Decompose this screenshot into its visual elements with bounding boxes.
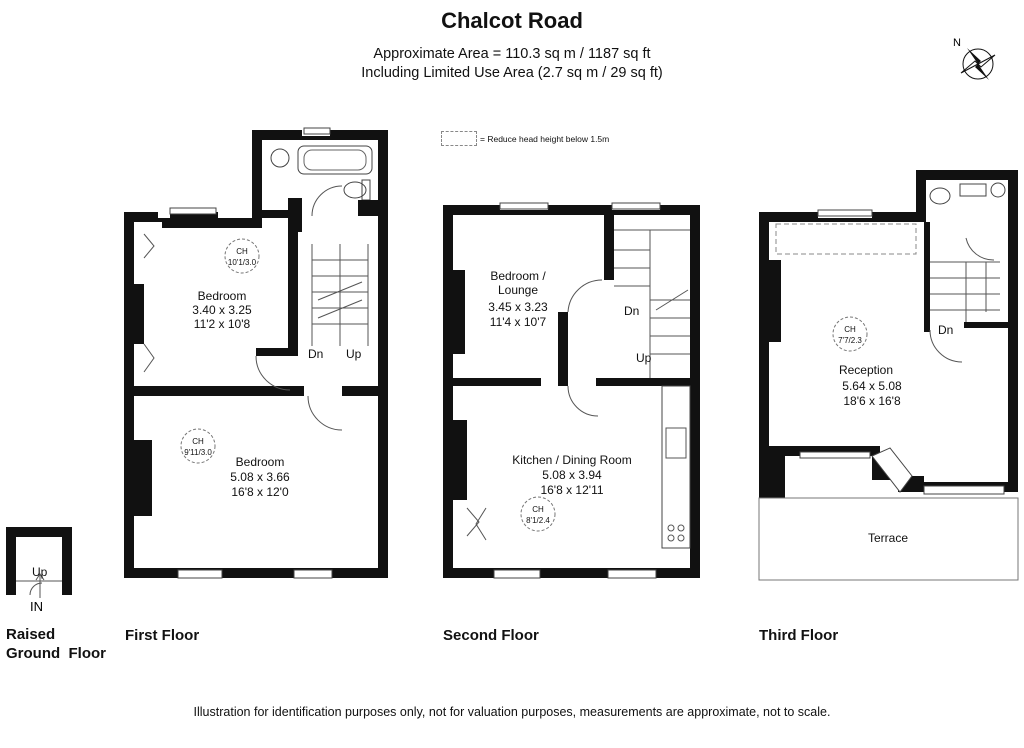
area-line-1: Approximate Area = 110.3 sq m / 1187 sq … [373,46,651,62]
raised-ground-up: Up [32,565,48,579]
second-bedroom-lounge-name2: Lounge [498,283,538,297]
first-bedroom1-metric: 3.40 x 3.25 [192,303,252,317]
second-floor-label: Second Floor [443,627,539,644]
third-reception-metric: 5.64 x 5.08 [842,379,902,393]
first-bedroom2-ch-value: 9'11/3.0 [184,448,212,457]
compass-label: N [953,37,961,49]
legend-dashed-box [441,131,477,146]
third-terrace-label: Terrace [868,531,908,545]
second-kitchen-name: Kitchen / Dining Room [512,453,631,467]
raised-ground-plan [6,527,72,598]
second-kitchen-ch-value: 8'1/2.4 [526,516,550,525]
second-bedroom-lounge-metric: 3.45 x 3.23 [488,300,548,314]
second-stairs-up: Up [636,351,652,365]
first-bedroom1-name: Bedroom [198,289,247,303]
first-bedroom1-ch-label: CH [236,247,248,256]
head-height-legend: = Reduce head height below 1.5m [441,131,609,146]
third-stairs-down: Dn [938,323,953,337]
second-kitchen-metric: 5.08 x 3.94 [542,468,602,482]
plan-title: Chalcot Road [441,8,583,33]
first-floor-label: First Floor [125,627,200,644]
first-bedroom2-metric: 5.08 x 3.66 [230,470,290,484]
first-bedroom1-ch-value: 10'1/3.0 [228,258,257,267]
third-reception-name: Reception [839,363,893,377]
second-kitchen-imperial: 16'8 x 12'11 [540,483,603,497]
third-reception-imperial: 18'6 x 16'8 [843,394,901,408]
raised-ground-label-line1: Raised [6,626,56,643]
second-kitchen-ch-label: CH [532,505,544,514]
disclaimer-footer: Illustration for identification purposes… [193,705,831,719]
first-bedroom2-name: Bedroom [236,455,285,469]
raised-ground-label-line2: Ground Floor [6,645,106,662]
raised-ground-entrance: IN [30,599,43,614]
second-stairs-down: Dn [624,304,639,318]
first-bedroom2-imperial: 16'8 x 12'0 [231,485,289,499]
third-floor-label: Third Floor [759,627,839,644]
area-line-2: Including Limited Use Area (2.7 sq m / 2… [361,65,663,81]
third-floor-plan [758,170,1019,581]
legend-text: = Reduce head height below 1.5m [480,133,610,144]
third-reception-ch-label: CH [844,325,856,334]
compass-icon: N [953,37,996,80]
third-reception-ch-value: 7'7/2.3 [838,336,862,345]
second-floor-plan [443,202,700,579]
second-bedroom-lounge-imperial: 11'4 x 10'7 [490,315,547,329]
first-bedroom2-ch-label: CH [192,437,204,446]
first-stairs-down: Dn [308,347,323,361]
first-floor-plan [124,127,388,579]
second-bedroom-lounge-name1: Bedroom / [490,269,546,283]
first-bedroom1-imperial: 11'2 x 10'8 [194,317,251,331]
first-stairs-up: Up [346,347,362,361]
raised-ground-floor-label: Raised Ground Floor [6,625,106,663]
